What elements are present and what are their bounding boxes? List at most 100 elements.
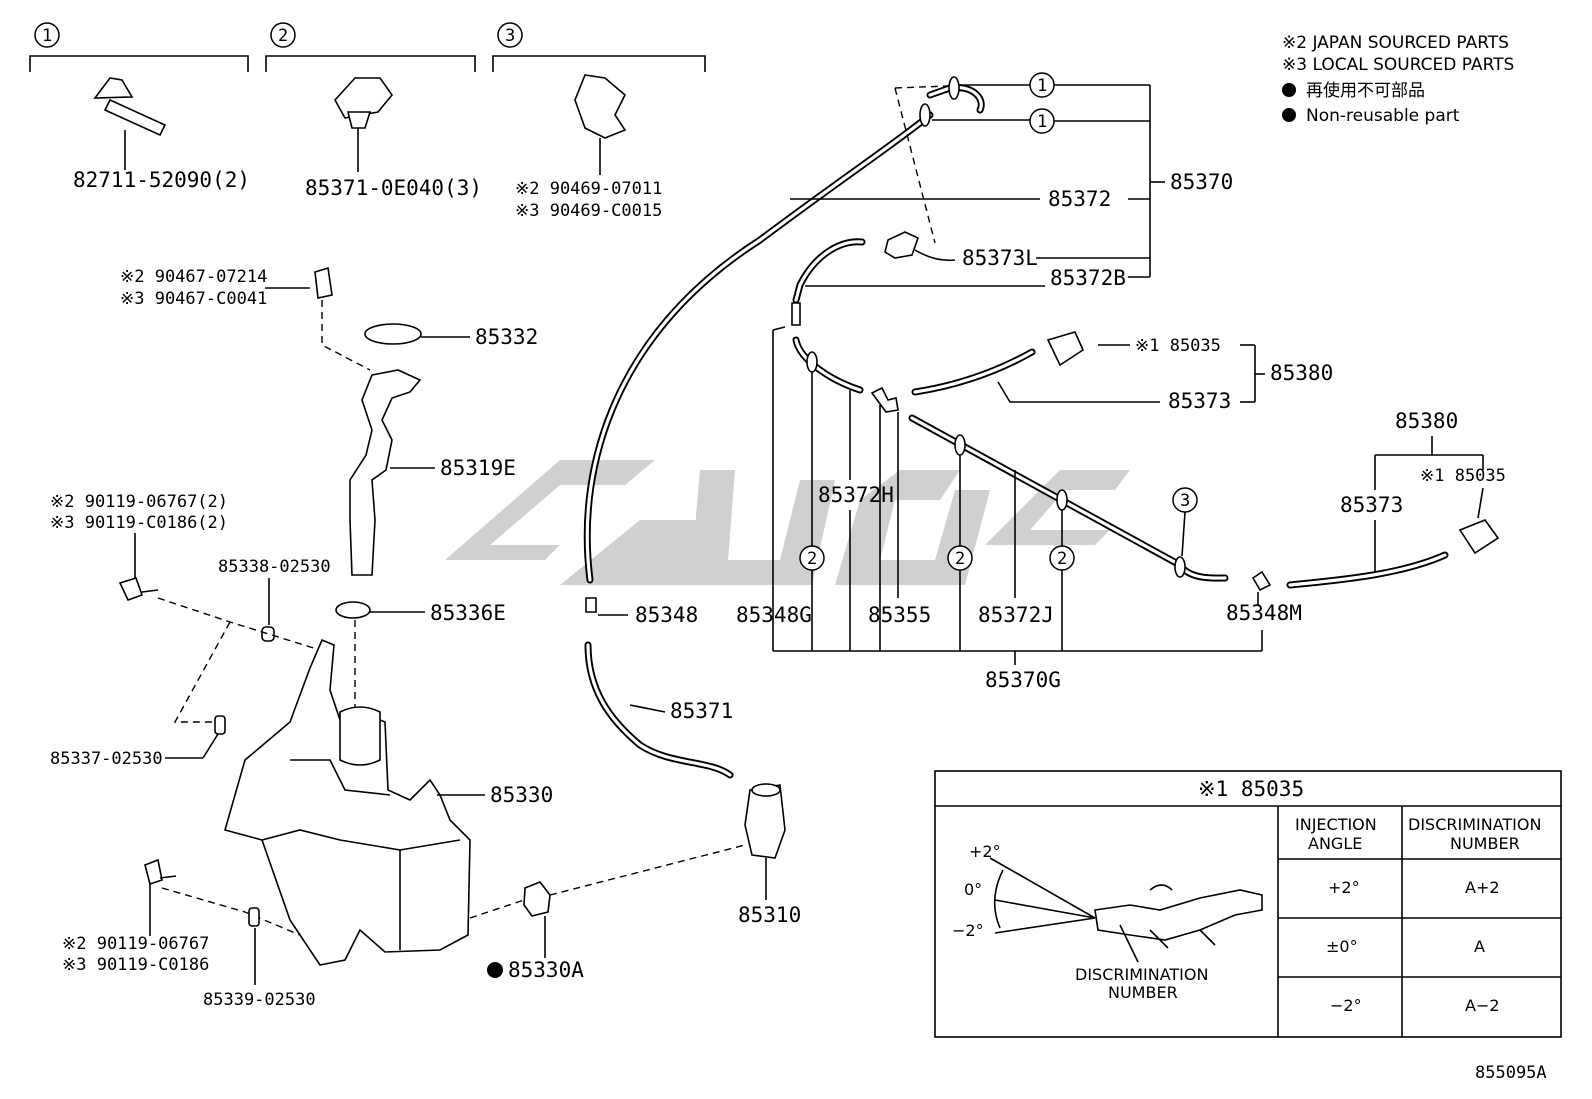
group-3: 3 ※2 90469-07011 ※3 90469-C0015 [492,22,706,221]
svg-text:DISCRIMINATION: DISCRIMINATION [1408,815,1541,834]
svg-text:NUMBER: NUMBER [1108,983,1178,1002]
group-1: 1 82711-52090(2) [29,22,250,192]
bolt-label-b: ※3 90119-C0186(2) [50,513,228,533]
joint-85348M [1251,570,1272,592]
label-85336E: 85336E [430,601,506,625]
push-clip [314,266,333,299]
svg-text:ANGLE: ANGLE [1308,834,1362,853]
clip [948,76,960,100]
tank-neck [339,706,381,766]
part-85371: 85371-0E040(3) [305,176,482,200]
row-angle: −2° [1330,996,1362,1015]
part-90469-a: ※2 90469-07011 [515,179,662,199]
reservoir-tank-85330 [224,638,471,966]
label-85370G: 85370G [985,668,1061,692]
joint-85348 [585,597,597,613]
part-82711: 82711-52090(2) [73,168,250,192]
label-85372H: 85372H [818,483,894,507]
filler-neck-85319E [349,369,422,576]
label-85348: 85348 [635,603,698,627]
group-2-number: 2 [278,26,288,46]
grommet-85338 [261,626,275,642]
clip-label-a: ※2 90467-07214 [120,267,267,287]
svg-text:2: 2 [1057,549,1067,569]
grommet-85339 [248,907,260,927]
svg-text:0°: 0° [964,880,982,899]
bolt [144,858,163,886]
callout-circle [1172,487,1198,513]
legend: ※2 JAPAN SOURCED PARTS ※3 LOCAL SOURCED … [1282,33,1514,126]
nonreusable-dot-icon [1282,83,1296,97]
nozzle-85373L [884,231,919,259]
svg-text:−2°: −2° [952,921,984,940]
label-85330A: 85330A [508,958,584,982]
grommet-85330A [523,881,551,917]
nozzle-angle-table: ※1 85035 INJECTION ANGLE DISCRIMINATION … [934,770,1562,1038]
svg-text:2: 2 [807,549,817,569]
label-85338: 85338-02530 [218,557,331,577]
callout-circle [34,22,60,48]
bolt2-label-b: ※3 90119-C0186 [62,955,209,975]
label-85380-right: 85380 [1395,409,1458,433]
pump-hose-assembly: 85348 85371 85310 [583,111,934,927]
nonreusable-dot-icon [487,962,503,978]
label-85355: 85355 [868,603,931,627]
connector [791,302,801,326]
row-number: A−2 [1465,996,1500,1015]
label-85035-right: ※1 85035 [1420,466,1506,486]
nozzle-sketch [1094,889,1263,941]
row-angle: +2° [1328,878,1360,897]
clip [1056,489,1068,511]
svg-text:NUMBER: NUMBER [1450,834,1520,853]
svg-text:2: 2 [955,549,965,569]
label-85371: 85371 [670,699,733,723]
table-title: ※1 85035 [1198,777,1304,801]
label-85319E: 85319E [440,456,516,480]
joint-85355 [870,386,899,413]
label-85373-right: 85373 [1340,493,1403,517]
label-85339: 85339-02530 [203,990,316,1010]
nozzle-85035 [1046,331,1085,367]
clip [919,103,931,127]
callout-circle [270,22,296,48]
legend-nonreuse-en: Non-reusable part [1306,106,1460,126]
group-2: 2 85371-0E040(3) [265,22,482,200]
legend-local: ※3 LOCAL SOURCED PARTS [1282,55,1514,75]
label-85310: 85310 [738,903,801,927]
svg-text:DISCRIMINATION: DISCRIMINATION [1075,965,1208,984]
callout-circle [497,22,523,48]
label-85370: 85370 [1170,170,1233,194]
washer-pump-85310 [744,784,786,859]
svg-text:1: 1 [1037,112,1047,132]
label-85372B: 85372B [1050,266,1126,290]
label-85348M: 85348M [1226,601,1302,625]
svg-text:+2°: +2° [969,842,1001,861]
clip-label-b: ※3 90467-C0041 [120,289,267,309]
clip-82711 [93,77,134,99]
label-85035: ※1 85035 [1135,336,1221,356]
cap-85336E [335,601,371,619]
legend-nonreuse-jp: 再使用不可部品 [1306,80,1425,101]
bolt-label-a: ※2 90119-06767(2) [50,492,228,512]
label-85372: 85372 [1048,187,1111,211]
hose-clamp-85371 [334,77,394,119]
group-1-number: 1 [42,26,52,46]
gasket-85332 [364,323,422,345]
nozzle-hose-assembly: 1 1 85372 85370 85373L 85372B ※1 85035 8… [736,72,1506,692]
illustration-code: 855095A [1475,1063,1547,1083]
svg-text:INJECTION: INJECTION [1295,815,1377,834]
group-3-number: 3 [505,26,515,46]
row-number: A [1474,937,1485,956]
part-90469-b: ※3 90469-C0015 [515,201,662,221]
legend-japan: ※2 JAPAN SOURCED PARTS [1282,33,1509,53]
clamp-90469 [574,74,627,139]
nozzle-85035-right [1458,519,1500,555]
bolt2-label-a: ※2 90119-06767 [62,934,209,954]
label-85372J: 85372J [978,603,1054,627]
label-85373: 85373 [1168,389,1231,413]
svg-text:1: 1 [1037,76,1047,96]
bolt [118,577,144,601]
svg-text:3: 3 [1180,491,1190,511]
label-85337: 85337-02530 [50,749,163,769]
